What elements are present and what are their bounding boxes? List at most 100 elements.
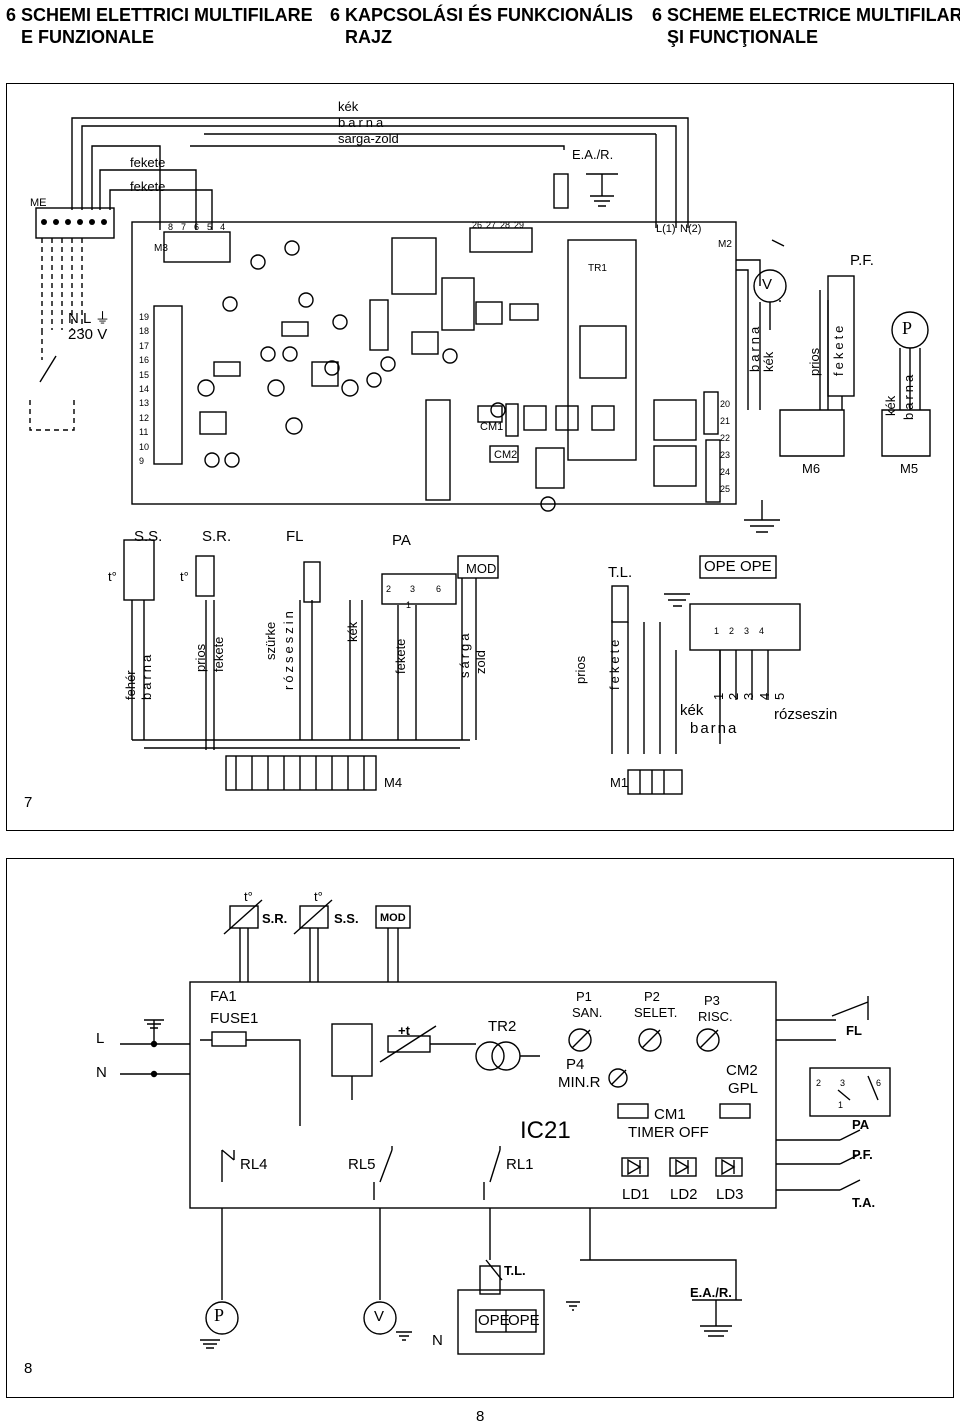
- m4-pin: 9: [139, 456, 145, 467]
- tl-thermostat-label: T.L.: [504, 1263, 526, 1278]
- m5-pin: 22: [720, 433, 731, 443]
- ta-switch-label: T.A.: [852, 1195, 876, 1210]
- sr-label: S.R.: [202, 528, 232, 545]
- m4-pin-list: 19 18 17 16 15 14 13 12 11 10 9: [139, 310, 153, 468]
- tplus-label: +t: [398, 1023, 410, 1038]
- ld2-label: LD2: [670, 1186, 698, 1203]
- fl-switch-label: FL: [846, 1023, 862, 1038]
- top-pin: 5: [207, 222, 213, 232]
- t-ss-label: t°: [108, 569, 117, 584]
- p1-label: P1: [576, 989, 592, 1004]
- header-col3: 6 SCHEME ELECTRICE MULTIFILARE ŞI FUNCŢI…: [652, 5, 960, 47]
- rl5-label: RL5: [348, 1156, 376, 1173]
- m5-pin: 20: [720, 399, 731, 409]
- ic21-label: IC21: [520, 1117, 571, 1144]
- mod-label: MOD: [466, 561, 497, 576]
- pa-label: PA: [392, 532, 411, 549]
- wire-label-sarga-zold-top: sarga-zold: [338, 131, 399, 146]
- ope-valve-label-2: OPE: [508, 1312, 540, 1329]
- ea-electrode-label: E.A./R.: [690, 1285, 732, 1300]
- diagram8-number: 8: [24, 1360, 33, 1377]
- top-pin-list: 8 7 6 5 4: [168, 222, 225, 232]
- minr-label: MIN.R: [558, 1074, 601, 1091]
- m4-pin: 19: [139, 312, 150, 322]
- m4-pin: 14: [139, 384, 150, 395]
- pa-contact-1: 1: [838, 1100, 844, 1110]
- p3-label: P3: [704, 993, 720, 1008]
- pa-num-3: 3: [410, 584, 416, 594]
- tl-label: T.L.: [608, 564, 633, 581]
- t-sr-label: t°: [180, 569, 189, 584]
- top-pin: 6: [194, 222, 200, 232]
- m4-pin: 16: [139, 355, 150, 366]
- m4-pin: 17: [139, 340, 150, 351]
- timer-off-label: TIMER OFF: [628, 1124, 709, 1141]
- gpl-label: GPL: [728, 1080, 759, 1097]
- ope-pin: 4: [759, 626, 765, 636]
- l-rail-label: L: [96, 1030, 105, 1047]
- m2-label: M2: [718, 239, 732, 250]
- t-ss-sensor-label: t°: [314, 889, 323, 904]
- pf-label: P.F.: [850, 252, 874, 269]
- m6-label: M6: [802, 461, 821, 476]
- ope-connector-nums: 1 2 3 4: [714, 626, 764, 636]
- wire-label-fekete-2: fekete: [130, 179, 166, 194]
- fl-label: FL: [286, 528, 304, 545]
- ss-label: S.S.: [134, 528, 163, 545]
- fuse1-label: FUSE1: [210, 1010, 259, 1027]
- m1-pin: 26: [472, 220, 483, 230]
- wire-label-kek-top: kék: [338, 99, 359, 114]
- cm2-label: CM2: [494, 449, 518, 461]
- pa-contact-6: 6: [876, 1078, 882, 1088]
- pa-switch-label: PA: [852, 1117, 870, 1132]
- ope-pin: 1: [714, 626, 720, 636]
- me-label: ME: [30, 197, 47, 209]
- m1-pin: 29: [514, 220, 525, 230]
- m4-pin: 18: [139, 326, 150, 337]
- m5-label: M5: [900, 461, 919, 476]
- p-pump-symbol: P: [214, 1305, 225, 1325]
- m5-pin: 24: [720, 467, 731, 477]
- voltage-label: 230 V: [68, 326, 108, 343]
- m4-label: M4: [384, 775, 403, 790]
- ope-valve-label-1: OPE: [478, 1312, 510, 1329]
- pa-contact-3: 3: [840, 1078, 846, 1088]
- sr-sensor-label: S.R.: [262, 911, 288, 926]
- p-pump-label: P: [902, 318, 913, 338]
- p4-label: P4: [566, 1056, 585, 1073]
- v-fan-symbol: V: [374, 1308, 385, 1325]
- m3-label: M3: [154, 243, 168, 254]
- m4-pin: 10: [139, 441, 150, 452]
- n-rail-label: N: [96, 1064, 107, 1081]
- risc-label: RISC.: [698, 1009, 733, 1024]
- ope-pin: 3: [744, 626, 750, 636]
- top-pin: 4: [220, 222, 226, 232]
- cm1-switch-label: CM1: [654, 1106, 686, 1123]
- pa-contact-2: 2: [816, 1078, 822, 1088]
- rl1-label: RL1: [506, 1156, 534, 1173]
- t-sr-sensor-label: t°: [244, 889, 253, 904]
- cm2-switch-label: CM2: [726, 1062, 758, 1079]
- pf-switch-label: P.F.: [852, 1147, 873, 1162]
- m4-pin: 11: [139, 427, 149, 438]
- m4-pin: 15: [139, 369, 150, 380]
- m1-pin: 27: [486, 220, 497, 230]
- diagram7-frame: [6, 83, 954, 831]
- tr2-label: TR2: [488, 1018, 517, 1035]
- wire-label-barna-top: barna: [338, 115, 387, 130]
- header-col2: 6 KAPCSOLÁSI ÉS FUNKCIONÁLIS RAJZ: [330, 5, 634, 47]
- m4-pin: 12: [139, 412, 150, 423]
- m1-label: M1: [610, 775, 629, 790]
- top-pin: 8: [168, 222, 174, 232]
- m4-pin: 13: [139, 398, 150, 409]
- p2-label: P2: [644, 989, 660, 1004]
- wire-m1-barna: barna: [690, 720, 739, 737]
- mod-coil-label: MOD: [380, 912, 406, 924]
- ope-label-1: OPE: [704, 558, 736, 575]
- diagram8-frame: [6, 858, 954, 1398]
- diagram7-number: 7: [24, 794, 33, 811]
- ld3-label: LD3: [716, 1186, 744, 1203]
- m1-pin-list: 26 27 28 29: [472, 220, 524, 230]
- wire-m1-kek: kék: [680, 702, 704, 719]
